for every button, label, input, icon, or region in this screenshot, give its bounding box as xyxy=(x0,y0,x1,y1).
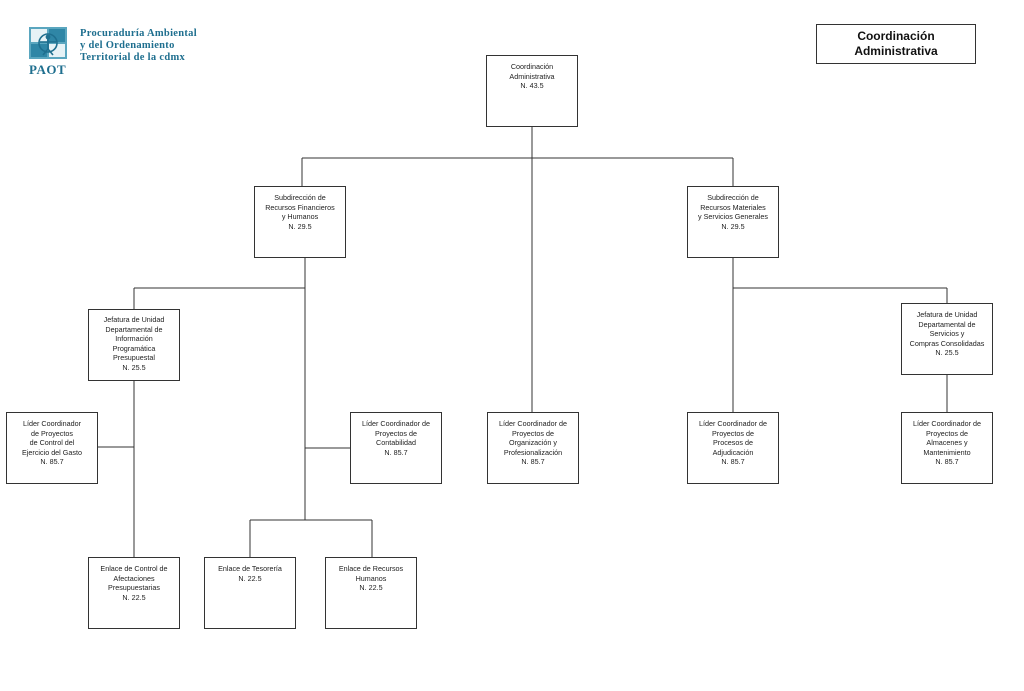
node-lider-organizacion: Líder Coordinador de Proyectos de Organi… xyxy=(487,412,579,484)
paot-emblem-icon: PAOT xyxy=(28,26,70,78)
node-jud-informacion-programatica: Jefatura de Unidad Departamental de Info… xyxy=(88,309,180,381)
node-lider-control-gasto: Líder Coordinador de Proyectos de Contro… xyxy=(6,412,98,484)
node-lider-adjudicacion: Líder Coordinador de Proyectos de Proces… xyxy=(687,412,779,484)
node-lider-almacenes: Líder Coordinador de Proyectos de Almace… xyxy=(901,412,993,484)
node-enlace-afectaciones: Enlace de Control de Afectaciones Presup… xyxy=(88,557,180,629)
logo-acronym: PAOT xyxy=(29,62,67,77)
node-enlace-tesoreria: Enlace de Tesorería N. 22.5 xyxy=(204,557,296,629)
logo-line-1: Procuraduría Ambiental xyxy=(80,28,197,39)
node-subdireccion-materiales: Subdirección de Recursos Materiales y Se… xyxy=(687,186,779,258)
node-enlace-recursos-humanos: Enlace de Recursos Humanos N. 22.5 xyxy=(325,557,417,629)
logo-line-2: y del Ordenamiento xyxy=(80,40,175,51)
logo-line-3: Territorial de la cdmx xyxy=(80,52,186,63)
node-jud-servicios-compras: Jefatura de Unidad Departamental de Serv… xyxy=(901,303,993,375)
paot-logo: PAOT Procuraduría Ambiental y del Ordena… xyxy=(28,26,228,78)
logo-text: Procuraduría Ambiental y del Ordenamient… xyxy=(80,28,197,64)
node-subdireccion-financieros: Subdirección de Recursos Financieros y H… xyxy=(254,186,346,258)
node-coordinacion-administrativa: Coordinación Administrativa N. 43.5 xyxy=(486,55,578,127)
page-title: Coordinación Administrativa xyxy=(816,24,976,64)
node-lider-contabilidad: Líder Coordinador de Proyectos de Contab… xyxy=(350,412,442,484)
